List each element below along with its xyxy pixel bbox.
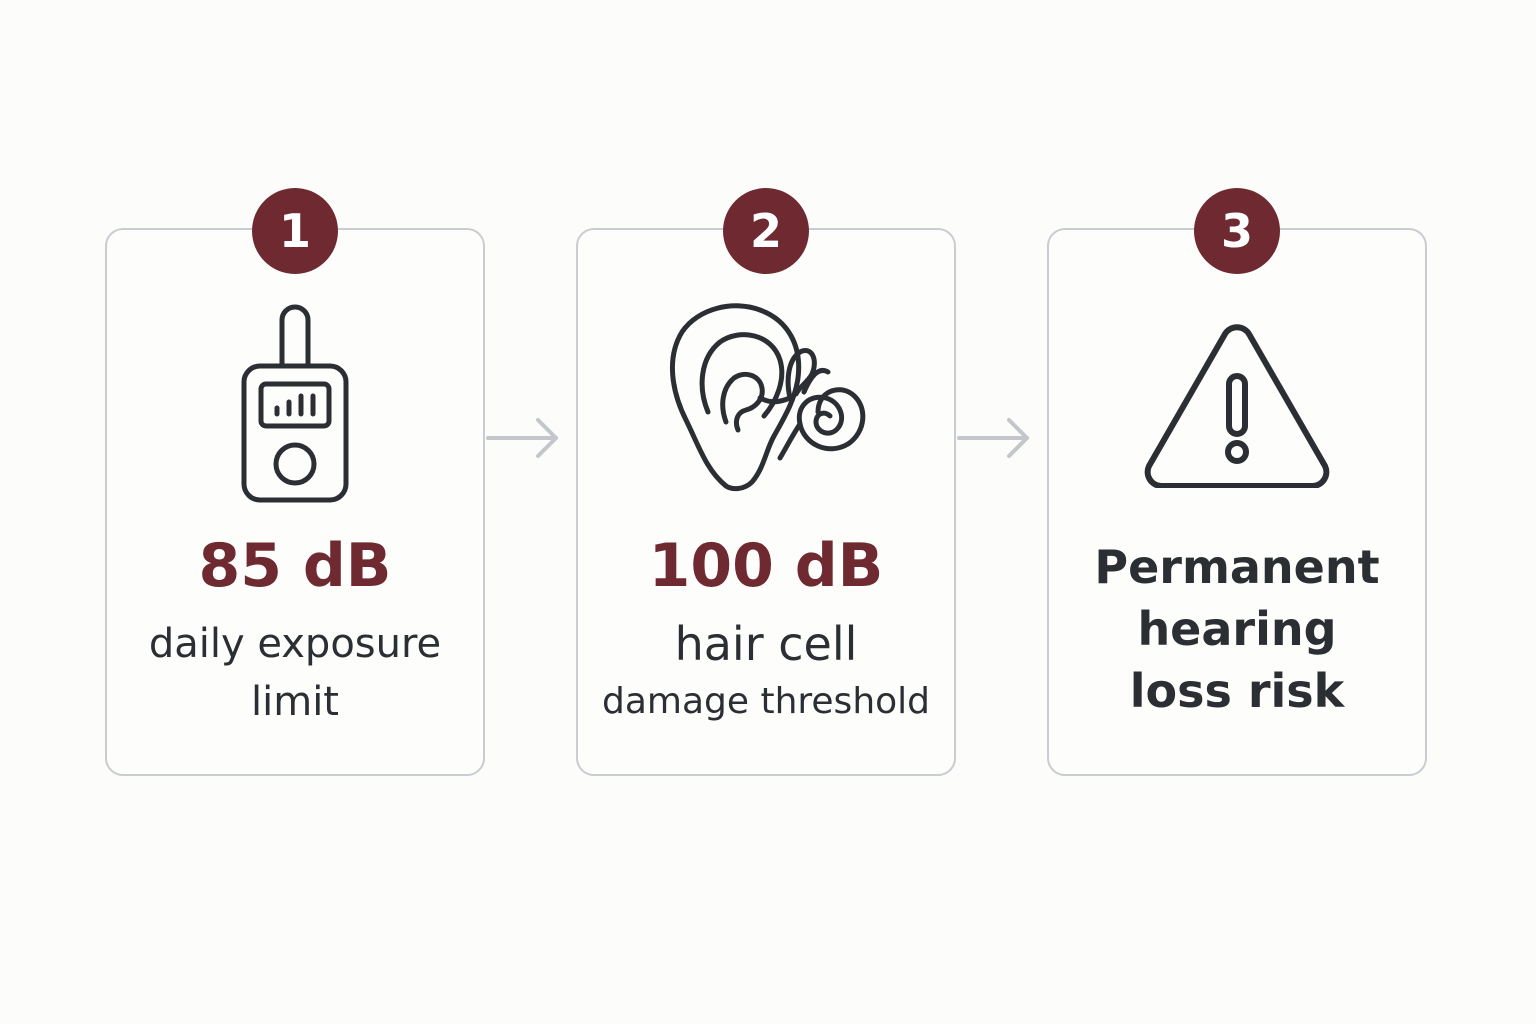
arrow-right-icon: [486, 416, 562, 464]
sound-level-meter-icon: [239, 304, 351, 504]
step-card-2: 2 100 dB hair cell damage threshold: [576, 188, 956, 776]
warning-triangle-icon: [1143, 322, 1331, 488]
exposure-limit-value: 85 dB: [198, 531, 392, 601]
step-outcome-text: Permanent hearing loss risk: [1049, 536, 1425, 722]
arrow-right-icon: [957, 416, 1033, 464]
step-number-badge: 3: [1194, 188, 1280, 274]
outcome-line: hearing: [1137, 602, 1337, 656]
step-card-1: 1 85 dB daily exposure limit: [105, 188, 485, 776]
step-description-line: daily exposure: [148, 621, 442, 667]
step-card-3: 3 Permanent hearing loss risk: [1047, 188, 1427, 776]
damage-threshold-value: 100 dB: [648, 531, 884, 601]
ear-cochlea-icon: [668, 302, 874, 492]
step-description-line: hair cell: [674, 617, 858, 671]
step-description-line: limit: [251, 679, 339, 725]
outcome-line: loss risk: [1129, 664, 1345, 718]
step-number-badge: 2: [723, 188, 809, 274]
step-number-badge: 1: [252, 188, 338, 274]
outcome-line: Permanent: [1094, 540, 1380, 594]
step-description-line: damage threshold: [601, 681, 931, 722]
